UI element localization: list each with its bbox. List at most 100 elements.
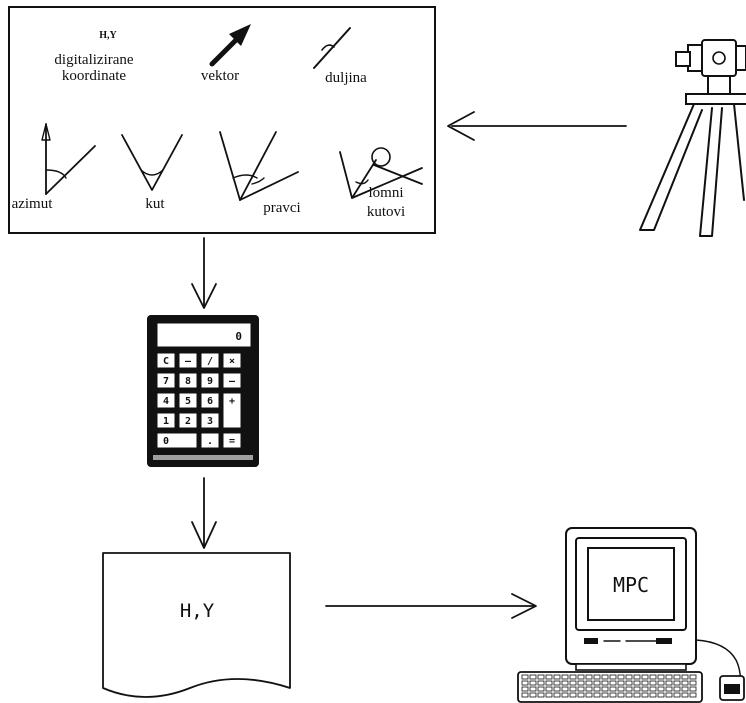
keyboard-key [689,680,697,686]
keyboard-key [593,686,601,692]
calculator-key [156,392,176,409]
theodolite-icon [639,39,746,237]
keyboard-key [537,680,545,686]
calculator-key-label: 9 [207,376,213,387]
calculator-key-label: 6 [207,396,213,407]
calculator-key [156,352,176,369]
length-segment-icon [313,27,351,69]
keyboard-key [617,686,625,692]
broken-angles-label-1: lomni [368,185,403,201]
calculator-key-label: 2 [185,416,191,427]
azimuth-icon [41,123,96,195]
keyboard-key [689,674,697,680]
keyboard-key [545,674,553,680]
calculator-key-label: = [229,436,235,447]
keyboard-key [569,692,577,698]
keyboard-key [601,686,609,692]
keyboard-key [545,680,553,686]
keyboard-icon [517,671,703,703]
calculator-key [156,372,176,389]
input-data-box: H,Y digitalizirane koordinate vektor dul… [8,6,436,234]
keyboard-key [681,692,689,698]
calculator-key-label: × [229,356,235,367]
calculator-key-label: 1 [163,416,169,427]
keyboard-key [665,680,673,686]
keyboard-key [625,686,633,692]
keyboard-key [657,686,665,692]
calculator-key [200,412,220,429]
calculator-key [200,432,220,449]
keyboard-key [617,680,625,686]
angle-label: kut [145,196,165,212]
calculator-key-label: / [207,356,213,367]
directions-icon [219,131,299,201]
output-sheet: H,Y [102,552,291,698]
vector-arrow-icon [209,24,251,67]
keyboard-key [529,686,537,692]
calculator-key [156,412,176,429]
keyboard-key [681,680,689,686]
keyboard-key [617,674,625,680]
keyboard-key [601,674,609,680]
keyboard-key [609,674,617,680]
keyboard-key [569,680,577,686]
keyboard-key [537,674,545,680]
keyboard-key [641,686,649,692]
broken-angles-icon [339,147,423,199]
keyboard-key [593,680,601,686]
keyboard-key [537,686,545,692]
arrow-to-output-sheet [191,477,217,549]
keyboard-key [537,692,545,698]
keyboard-key [681,674,689,680]
keyboard-key [633,674,641,680]
keyboard-key [649,692,657,698]
keyboard-key [689,692,697,698]
calculator-key-label: . [207,436,213,447]
angle-icon [121,134,183,191]
keyboard-key [649,674,657,680]
calculator-key-label: – [229,376,236,387]
keyboard-key [545,692,553,698]
keyboard-key [617,692,625,698]
calculator-key [222,372,242,389]
keyboard-key [529,674,537,680]
keyboard-key [665,686,673,692]
digitized-coordinates-label-2: koordinate [62,68,126,84]
keyboard-key [553,686,561,692]
keyboard-key [553,680,561,686]
keyboard-key [641,680,649,686]
keyboard-key [633,692,641,698]
keyboard-key [553,692,561,698]
keyboard-key [609,680,617,686]
keyboard-key [569,674,577,680]
keyboard-key [609,686,617,692]
keyboard-keys [521,674,697,698]
calculator-key-label: – [185,356,192,367]
calculator-key-label: 8 [185,376,191,387]
keyboard-key [673,680,681,686]
keyboard-key [657,680,665,686]
arrow-to-input-box [447,111,627,141]
arrow-to-calculator [191,237,217,309]
calculator-key-label: 3 [207,416,213,427]
keyboard-key [569,686,577,692]
keyboard-key [553,674,561,680]
keyboard-key [689,686,697,692]
keyboard-key [665,692,673,698]
keyboard-key [561,686,569,692]
vector-label: vektor [201,68,239,84]
input-box-frame [8,6,436,234]
keyboard-key [561,680,569,686]
keyboard-key [673,692,681,698]
calculator-key-label: + [229,396,235,407]
keyboard-key [529,692,537,698]
keyboard-key [633,686,641,692]
keyboard-key [593,674,601,680]
keyboard-key [681,686,689,692]
calculator-key-label: 4 [163,396,169,407]
keyboard-key [577,692,585,698]
calculator-key [156,432,198,449]
